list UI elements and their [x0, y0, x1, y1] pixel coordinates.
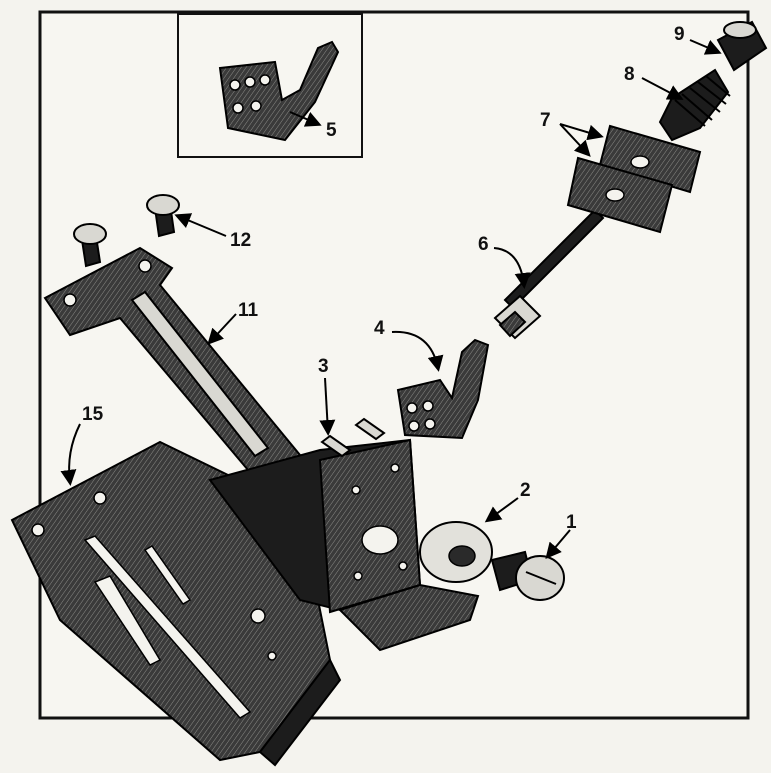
part-2-washer-icon: [419, 521, 493, 583]
part-3-pins-icon: [320, 417, 386, 458]
callout-11: 11: [238, 300, 259, 321]
part-8-spring-icon: [658, 68, 731, 142]
leader-lines: [60, 39, 722, 560]
callout-2: 2: [520, 480, 531, 501]
part-7-plates-icon: [566, 124, 702, 234]
callout-4: 4: [374, 318, 385, 339]
part-4-icon: [396, 338, 490, 440]
callout-9: 9: [674, 24, 685, 45]
callout-8: 8: [624, 64, 635, 85]
callout-12: 12: [230, 230, 251, 251]
callout-1: 1: [566, 512, 577, 533]
part-5-icon: [218, 40, 340, 142]
part-1-screw-icon: [490, 550, 565, 601]
callout-6: 6: [478, 234, 489, 255]
bracket-icon: [208, 438, 480, 652]
callout-7: 7: [540, 110, 551, 131]
callout-3: 3: [318, 356, 329, 377]
callout-5: 5: [326, 120, 337, 141]
inset-box-part-5: [177, 13, 363, 158]
callout-15: 15: [82, 404, 104, 425]
part-12-screws-icon: [73, 194, 180, 268]
callout-labels: 1 2 3 4 5 6 7 8 9 11 12 15: [82, 24, 685, 533]
part-9-nut-icon: [716, 20, 768, 72]
